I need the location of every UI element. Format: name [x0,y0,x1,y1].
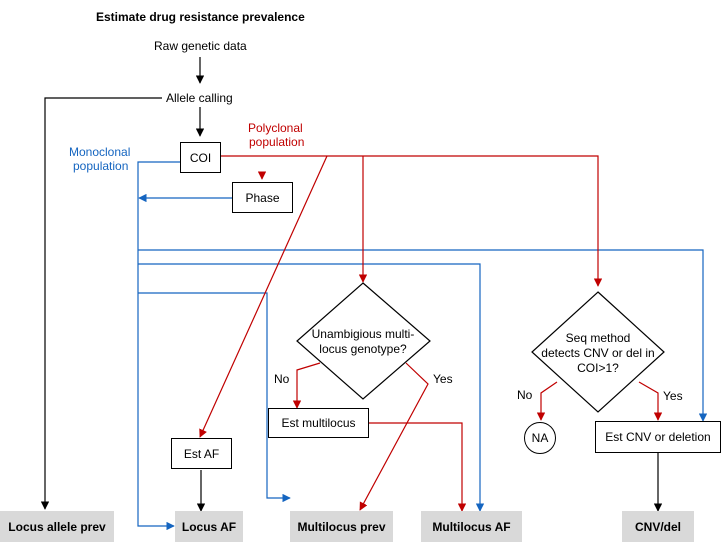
diamond-seq-line3: COI>1? [577,361,619,375]
node-est-af: Est AF [171,438,232,469]
output-multilocus-af-label: Multilocus AF [432,519,511,534]
node-coi: COI [180,142,221,173]
diamond-seq-method-text: Seq method detects CNV or del in COI>1? [534,331,662,376]
node-raw-genetic-data: Raw genetic data [154,39,247,53]
node-na-label: NA [531,431,549,445]
edge-mono-to-est-cnv [138,249,708,422]
label-no-unambiguous: No [274,372,290,386]
edge-unamb-yes [359,362,429,511]
node-phase: Phase [232,182,293,213]
edge-poly-to-est-af [199,155,328,438]
diagram-title: Estimate drug resistance prevalence [96,10,305,24]
edge-unamb-no [292,362,321,409]
edge-mono-to-multilocus-af [138,263,485,512]
diamond-seq-line2: detects CNV or del in [541,346,655,360]
output-locus-allele-prev-label: Locus allele prev [8,519,106,534]
edge-coi-poly-main [221,155,603,287]
diamond-unambiguous-line1: Unambigious multi- [311,327,415,341]
node-est-multilocus: Est multilocus [268,408,369,438]
node-allele-calling: Allele calling [166,91,233,105]
output-cnv-del-label: CNV/del [634,519,681,534]
output-locus-af-label: Locus AF [181,519,237,534]
edge-allele-to-locus-allele-prev [40,97,162,510]
label-no-seq: No [517,388,533,402]
label-yes-unambiguous: Yes [433,372,453,386]
node-est-af-label: Est AF [183,446,220,461]
edge-coi-mono-trunk [137,161,180,531]
node-na: NA [524,422,556,454]
label-yes-seq: Yes [663,389,683,403]
edge-seq-yes [638,381,663,421]
diamond-unambiguous-text: Unambigious multi- locus genotype? [303,327,423,357]
label-monoclonal-line1: Monoclonal [69,145,131,159]
node-est-multilocus-label: Est multilocus [281,416,356,430]
output-cnv-del: CNV/del [622,511,694,542]
label-polyclonal-line1: Polyclonal [248,121,303,135]
diamond-unambiguous [296,282,431,400]
output-multilocus-prev-label: Multilocus prev [297,519,386,534]
output-locus-allele-prev: Locus allele prev [0,511,114,542]
label-polyclonal-line2: population [249,135,305,149]
diamond-unambiguous-line2: locus genotype? [319,342,407,356]
output-multilocus-prev: Multilocus prev [290,511,393,542]
diamond-seq-line1: Seq method [565,331,631,345]
node-coi-label: COI [189,150,212,165]
node-phase-label: Phase [245,190,280,205]
node-est-cnv-label: Est CNV or deletion [605,430,711,444]
output-multilocus-af: Multilocus AF [421,511,522,542]
node-est-cnv: Est CNV or deletion [595,421,721,453]
edge-seq-no [536,381,558,421]
output-locus-af: Locus AF [175,511,243,542]
edge-mono-to-multilocus-prev [138,292,291,503]
edge-est-multilocus-to-multilocus-af [369,422,467,512]
diamond-seq-method [531,291,665,413]
label-monoclonal-line2: population [73,159,129,173]
